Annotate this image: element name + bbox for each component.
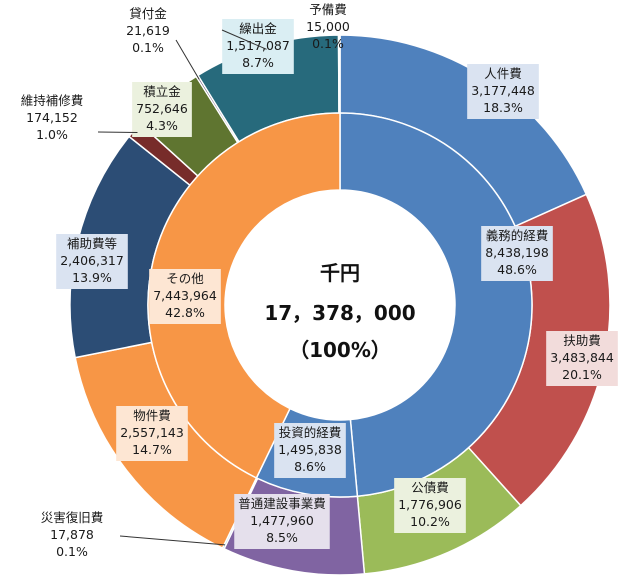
outer-label-0-value: 3,177,448 bbox=[471, 83, 535, 98]
outer-label-0-background bbox=[467, 64, 539, 119]
outer-label-0-name: 人件費 bbox=[484, 66, 522, 81]
inner-label-2-name: その他 bbox=[166, 271, 204, 286]
inner-label-1-percent: 8.6% bbox=[294, 459, 326, 474]
outer-label-7-name: 維持補修費 bbox=[21, 93, 84, 108]
center-unit-label: 千円 bbox=[320, 261, 360, 285]
leader-line-7 bbox=[97, 131, 138, 134]
leader-line-4 bbox=[119, 535, 226, 546]
outer-label-6-percent: 13.9% bbox=[72, 270, 112, 285]
center-percent-label: （100%） bbox=[289, 338, 391, 362]
outer-label-4-value: 17,878 bbox=[50, 527, 94, 542]
outer-label-2-percent: 10.2% bbox=[410, 514, 450, 529]
outer-label-3-background bbox=[234, 494, 330, 549]
outer-label-6-name: 補助費等 bbox=[67, 236, 117, 251]
outer-label-5-background bbox=[116, 406, 188, 461]
outer-label-4-name: 災害復旧費 bbox=[41, 510, 104, 525]
outer-label-5-value: 2,557,143 bbox=[120, 425, 184, 440]
outer-label-10-background bbox=[222, 19, 294, 74]
outer-label-10-percent: 8.7% bbox=[242, 55, 274, 70]
outer-label-9-name: 貸付金 bbox=[129, 6, 167, 21]
outer-label-8-percent: 4.3% bbox=[146, 118, 178, 133]
outer-label-9-value: 21,619 bbox=[126, 23, 170, 38]
inner-label-0-name: 義務的経費 bbox=[486, 228, 549, 243]
outer-label-11-percent: 0.1% bbox=[312, 36, 344, 51]
outer-label-2-background bbox=[394, 478, 466, 533]
inner-label-1-background bbox=[274, 423, 346, 478]
outer-label-0-percent: 18.3% bbox=[483, 100, 523, 115]
outer-label-2-name: 公債費 bbox=[411, 480, 449, 495]
outer-label-8-name: 積立金 bbox=[143, 84, 181, 99]
outer-label-6-value: 2,406,317 bbox=[60, 253, 124, 268]
outer-label-1-name: 扶助費 bbox=[563, 333, 601, 348]
center-hole bbox=[225, 190, 455, 420]
center-total-label: 17，378，000 bbox=[264, 301, 415, 325]
outer-label-7-percent: 1.0% bbox=[36, 127, 68, 142]
inner-label-0-percent: 48.6% bbox=[497, 262, 537, 277]
outer-label-6-background bbox=[56, 234, 128, 289]
outer-label-1-percent: 20.1% bbox=[562, 367, 602, 382]
outer-label-5-name: 物件費 bbox=[133, 408, 171, 423]
inner-label-2-value: 7,443,964 bbox=[153, 288, 217, 303]
inner-label-2-percent: 42.8% bbox=[165, 305, 205, 320]
outer-label-2-value: 1,776,906 bbox=[398, 497, 462, 512]
outer-label-10-name: 繰出金 bbox=[239, 21, 277, 36]
outer-label-5-percent: 14.7% bbox=[132, 442, 172, 457]
outer-label-7-value: 174,152 bbox=[26, 110, 78, 125]
outer-label-3-name: 普通建設事業費 bbox=[238, 496, 326, 511]
inner-label-1-name: 投資的経費 bbox=[279, 425, 342, 440]
leader-line-9 bbox=[175, 39, 200, 80]
outer-label-9-percent: 0.1% bbox=[132, 40, 164, 55]
outer-label-3-percent: 8.5% bbox=[266, 530, 298, 545]
outer-label-8-value: 752,646 bbox=[136, 101, 188, 116]
outer-label-3-value: 1,477,960 bbox=[250, 513, 314, 528]
inner-label-1-value: 1,495,838 bbox=[278, 442, 342, 457]
inner-label-0-value: 8,438,198 bbox=[485, 245, 549, 260]
leader-line-10 bbox=[221, 29, 267, 50]
outer-label-8-background bbox=[132, 82, 192, 137]
outer-label-1-value: 3,483,844 bbox=[550, 350, 614, 365]
outer-label-1-background bbox=[546, 331, 618, 386]
outer-label-11-name: 予備費 bbox=[309, 2, 347, 17]
inner-label-2-background bbox=[149, 269, 221, 324]
outer-label-4-percent: 0.1% bbox=[56, 544, 88, 559]
inner-label-0-background bbox=[481, 226, 553, 281]
outer-label-11-value: 15,000 bbox=[306, 19, 350, 34]
